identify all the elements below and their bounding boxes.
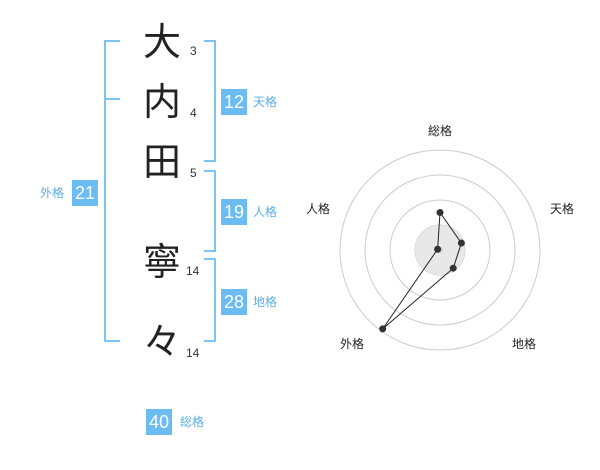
radar-ring <box>339 149 541 351</box>
jinkaku-value: 19 <box>221 199 247 225</box>
radar-label-tenkaku: 天格 <box>549 202 574 216</box>
name-char-5: 々 <box>142 320 181 364</box>
name-char-2: 内 <box>142 80 181 124</box>
name-char-4: 寧 <box>142 240 181 284</box>
jinkaku-bracket <box>204 170 216 252</box>
radar-point-3 <box>449 264 457 272</box>
stroke-count-4: 14 <box>186 264 200 278</box>
stroke-count-1: 3 <box>190 44 197 58</box>
soukaku-value: 40 <box>146 409 172 435</box>
radar-label-jinkaku: 人格 <box>305 202 330 216</box>
name-char-3: 田 <box>142 140 181 184</box>
tenkaku-label: 天格 <box>253 95 278 109</box>
radar-point-5 <box>434 245 442 253</box>
radar-label-soukaku: 総格 <box>427 124 452 138</box>
tenkaku-value: 12 <box>221 89 247 115</box>
gaikaku-value: 21 <box>72 180 98 206</box>
radar-series-line <box>382 211 462 330</box>
gaikaku-bracket <box>104 40 120 342</box>
radar-label-gaikaku: 外格 <box>339 337 364 351</box>
stroke-count-2: 4 <box>190 106 197 120</box>
soukaku-label: 総格 <box>180 415 205 429</box>
tenkaku-bracket <box>204 40 216 162</box>
radar-point-1 <box>436 209 444 216</box>
chikaku-label: 地格 <box>253 295 278 309</box>
radar-point-4 <box>379 325 387 333</box>
radar-label-chikaku: 地格 <box>511 337 536 351</box>
jinkaku-label: 人格 <box>253 205 278 219</box>
stroke-count-5: 14 <box>186 346 200 360</box>
gaikaku-mid-tick <box>104 98 120 100</box>
radar-ring <box>389 199 491 301</box>
radar-ring <box>364 174 516 326</box>
chikaku-bracket <box>204 258 216 342</box>
radar-chart <box>339 149 541 351</box>
name-char-1: 大 <box>142 20 181 64</box>
gaikaku-label: 外格 <box>40 186 65 200</box>
stroke-count-3: 5 <box>190 166 197 180</box>
chikaku-value: 28 <box>221 289 247 315</box>
radar-point-2 <box>457 239 465 247</box>
